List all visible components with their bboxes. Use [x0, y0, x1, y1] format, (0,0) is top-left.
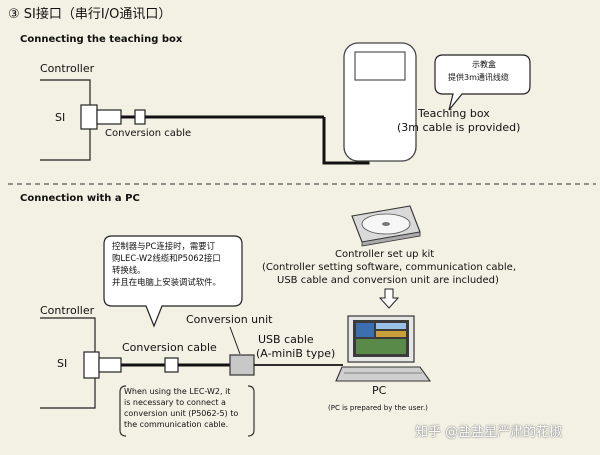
callout-pc-line-1: 控制器与PC连接时，需要订: [112, 241, 216, 251]
section-heading-pc: Connection with a PC: [20, 193, 140, 204]
usb-cable-label: USB cable: [258, 333, 314, 346]
kit-line-3: USB cable and conversion unit are includ…: [277, 275, 499, 286]
usb-cable-type: (A-miniB type): [256, 347, 336, 360]
si-label-bottom: SI: [57, 357, 68, 370]
kit-line-2: (Controller setting software, communicat…: [262, 262, 517, 273]
note-line-2: is necessary to connect a: [124, 398, 226, 407]
teaching-box-screen: [354, 51, 406, 81]
callout-pc-line-3: 转换线。: [112, 265, 146, 275]
section-heading-teaching: Connecting the teaching box: [20, 34, 183, 45]
conversion-unit: [229, 354, 255, 376]
si-label-top: SI: [55, 111, 66, 124]
kit-title: Controller set up kit: [335, 249, 435, 260]
unit-pointer: [229, 326, 241, 355]
note-bracket-right: [247, 385, 255, 437]
kit-arrow: [378, 288, 400, 309]
page-title: ③ SI接口（串行I/O通讯口）: [8, 7, 172, 22]
ferrite-bottom: [164, 357, 179, 373]
watermark: 知乎 @盐盐星严肃的花椒: [415, 425, 563, 440]
connector-bottom: [98, 357, 122, 373]
pc-note: (PC is prepared by the user.): [328, 404, 428, 412]
controller-label-bottom: Controller: [40, 304, 95, 317]
setup-kit-disc: [351, 205, 421, 247]
conversion-cable-label-top: Conversion cable: [105, 128, 192, 139]
ferrite-top: [134, 109, 146, 125]
teaching-box-cable-note: (3m cable is provided): [397, 121, 521, 134]
callout-pc-line-2: 购LEC-W2线缆和P5062接口: [112, 253, 221, 263]
note-bracket: [119, 385, 127, 437]
callout-teaching-line-2: 提供3m通讯线缆: [448, 73, 509, 82]
note-line-3: conversion unit (P5062-5) to: [124, 409, 239, 418]
teaching-box-label: Teaching box: [418, 107, 490, 120]
si-port-bottom: [83, 351, 100, 379]
conversion-cable-label-bottom: Conversion cable: [122, 341, 217, 354]
pc-label: PC: [372, 384, 387, 397]
callout-pc-line-4: 并且在电脑上安装调试软件。: [112, 277, 221, 287]
callout-teaching-line-1: 示教盒: [472, 60, 496, 69]
pc-laptop: [335, 315, 432, 382]
callout-bubble-teaching: [434, 54, 531, 111]
conversion-unit-label: Conversion unit: [186, 313, 273, 326]
callout-bubble-pc: [103, 235, 243, 328]
connector-top: [96, 109, 122, 125]
controller-label-top: Controller: [40, 62, 95, 75]
note-line-1: When using the LEC-W2, it: [124, 387, 231, 396]
note-line-4: the communication cable.: [124, 420, 229, 429]
si-port-top: [80, 104, 98, 130]
